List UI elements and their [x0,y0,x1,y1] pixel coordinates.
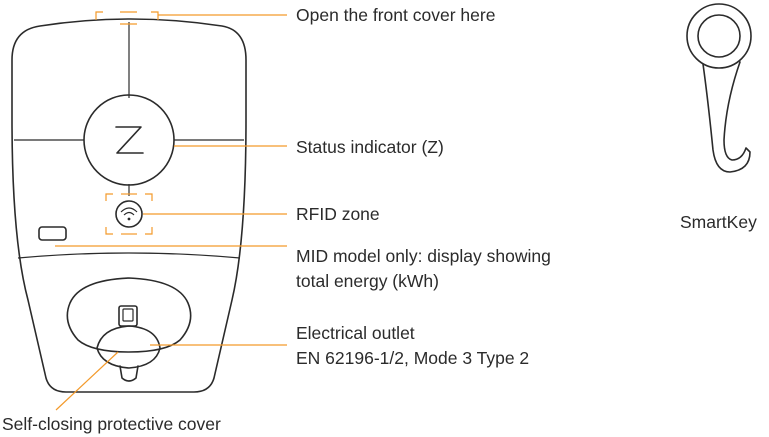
label-mid-line1: MID model only: display showing [296,246,551,266]
mid-display [38,226,67,241]
outlet-recess [66,277,192,353]
label-outlet-line2: EN 62196-1/2, Mode 3 Type 2 [296,348,529,368]
label-outlet-line1: Electrical outlet [296,323,415,343]
rfid-bracket [105,193,153,235]
smartkey-icon [686,3,752,173]
leader-lines [55,14,287,411]
label-smartkey: SmartKey [680,212,757,232]
label-status-indicator: Status indicator (Z) [296,137,444,157]
label-mid-line2: total energy (kWh) [296,271,439,291]
z-logo-icon [115,126,144,154]
label-protective-cover: Self-closing protective cover [2,414,221,434]
rfid-circle [115,200,143,228]
outlet-latch-inner [122,308,134,322]
protective-cover-tab [119,365,139,382]
leader-protective [55,351,119,411]
label-rfid-zone: RFID zone [296,204,380,224]
rfid-zone[interactable] [105,193,153,235]
protective-cover-flap[interactable] [96,325,161,369]
wifi-icon [120,207,138,221]
label-front-cover: Open the front cover here [296,5,495,25]
front-cover-bracket [95,11,159,25]
charger-unit [11,18,247,393]
front-cover-seam [17,252,241,259]
status-indicator-ring[interactable] [83,94,175,186]
charger-housing [11,18,247,393]
